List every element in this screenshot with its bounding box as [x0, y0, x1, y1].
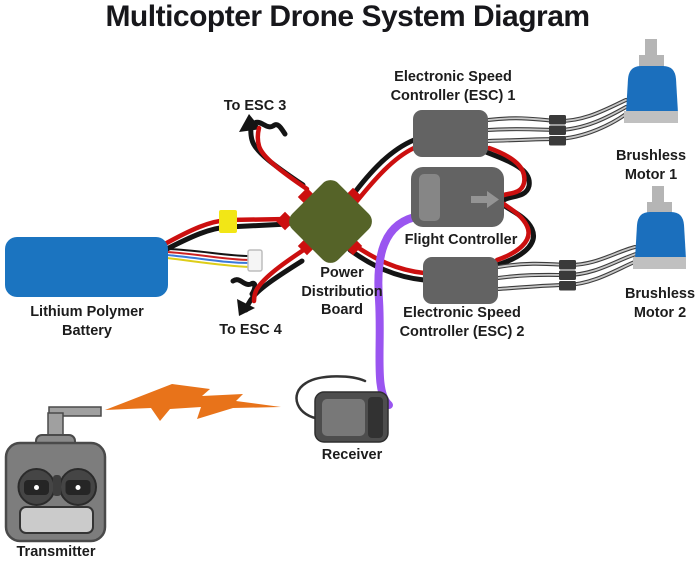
receiver-label: Receiver — [321, 447, 383, 463]
gray-electronics — [411, 110, 504, 304]
pdb-label: Power Distribution Board — [301, 265, 383, 319]
balance-wire-black — [166, 248, 251, 257]
right-stick-dot — [75, 485, 81, 490]
esc3-red-wire — [255, 125, 310, 192]
battery-body — [5, 237, 168, 297]
receiver-pin-strip — [368, 397, 383, 438]
balance-connector — [247, 249, 263, 272]
flight-controller-label: Flight Controller — [404, 232, 518, 248]
motor1-bullet-connectors — [549, 115, 566, 146]
transmitter-switch-slot — [53, 475, 61, 496]
motor2-bell — [635, 212, 686, 259]
balance-wire-yellow — [166, 257, 251, 268]
battery-connector — [219, 210, 237, 233]
pdb-esc2-black-wire — [347, 247, 427, 283]
esc3-arrow-squiggle — [250, 119, 288, 137]
motor1-shaft — [645, 39, 657, 58]
motor2-bullet-connectors — [559, 260, 576, 291]
motor2-base — [633, 257, 686, 269]
receiver-panel — [322, 399, 365, 436]
motor1-base — [624, 111, 678, 123]
battery-label: Lithium Polymer Battery — [30, 304, 144, 339]
transmitter-antenna-top — [48, 406, 102, 417]
pdb-esc2-red-wire — [351, 242, 427, 276]
pdb-board — [289, 180, 372, 263]
motor2-label: Brushless Motor 2 — [624, 286, 695, 321]
balance-wire-red — [166, 251, 251, 261]
left-stick-dot — [34, 485, 39, 490]
motor2-shaft — [652, 186, 664, 205]
motor2-collar — [647, 202, 672, 214]
esc1-label: Electronic Speed Controller (ESC) 1 — [390, 69, 516, 104]
motor1-label: Brushless Motor 1 — [615, 148, 687, 183]
pdb-esc1-black-wire — [349, 137, 417, 199]
receiver-unit — [295, 375, 389, 443]
esc4-arrow-squiggle — [230, 277, 258, 297]
transmitter-unit — [4, 406, 107, 543]
pdb-esc1-red-wire — [354, 145, 417, 204]
receiver-signal-wire — [374, 212, 424, 409]
flight-controller-arrow-icon — [471, 191, 499, 208]
esc3-arrowhead-icon — [239, 114, 261, 132]
diagram-title: Multicopter Drone System Diagram — [105, 0, 590, 33]
battery-balance-lead — [166, 248, 251, 268]
brushless-motor-2 — [633, 186, 686, 269]
to-esc3-label: To ESC 3 — [223, 98, 287, 114]
esc1-body — [413, 110, 488, 157]
esc2-body — [423, 257, 498, 304]
esc4-arrowhead-icon — [237, 299, 255, 316]
receiver-antenna-wire — [295, 375, 367, 421]
esc4-red-wire — [251, 244, 311, 304]
brushless-motor-1 — [624, 39, 678, 123]
radio-signal-bolt-icon — [105, 384, 281, 421]
to-esc4-label: To ESC 4 — [219, 322, 282, 338]
motor1-collar — [639, 55, 664, 67]
balance-wire-blue — [166, 254, 251, 264]
wire-arrowheads — [237, 114, 261, 316]
motor1-bell — [626, 66, 678, 113]
transmitter-label: Transmitter — [16, 544, 96, 560]
transmitter-screen — [19, 506, 94, 534]
flight-controller-port-strip — [419, 174, 440, 221]
esc2-label: Electronic Speed Controller (ESC) 2 — [399, 305, 525, 340]
